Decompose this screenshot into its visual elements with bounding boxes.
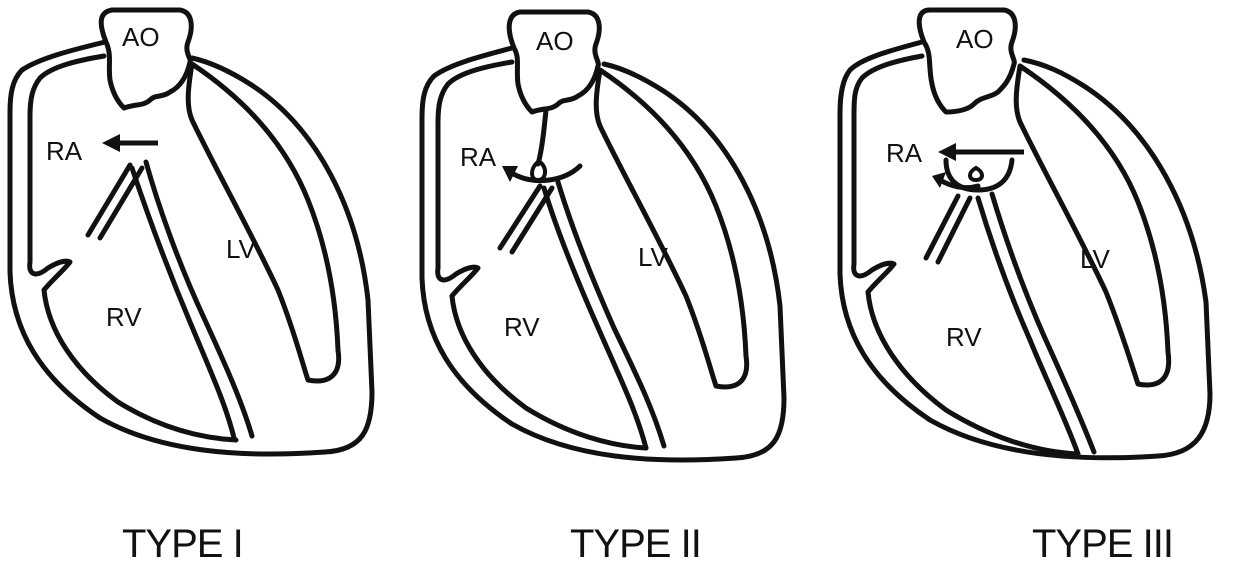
label-ao: AO <box>536 26 574 56</box>
aneurysm-drop <box>970 168 982 180</box>
label-ra: RA <box>46 136 83 166</box>
label-lv: LV <box>638 242 669 272</box>
label-lv: LV <box>226 234 257 264</box>
heart-diagram-type-2: AO RA LV RV <box>414 0 828 520</box>
right-atrium-wall <box>438 62 512 296</box>
membranous-septum <box>538 110 546 164</box>
label-rv: RV <box>504 312 540 342</box>
septum-left-line <box>544 188 646 448</box>
right-atrium-wall <box>30 56 104 290</box>
septum-left-line <box>132 168 234 438</box>
tricuspid-leaflet <box>926 196 970 262</box>
left-ventricle-wall <box>1016 66 1168 385</box>
heart-diagram-type-1: AO RA LV RV <box>0 0 414 520</box>
panel-type-2: AO RA LV RV TYPE II <box>414 0 828 568</box>
tricuspid-leaflet <box>500 186 552 252</box>
label-ra: RA <box>886 138 923 168</box>
right-atrium-wall <box>854 56 922 292</box>
label-rv: RV <box>946 322 982 352</box>
label-rv: RV <box>106 302 142 332</box>
panel-type-3: AO RA LV RV TYPE III <box>828 0 1242 568</box>
heart-diagram-type-3: AO RA LV RV <box>828 0 1242 520</box>
type-label: TYPE III <box>1032 522 1173 567</box>
label-ra: RA <box>460 142 497 172</box>
panel-type-1: AO RA LV RV TYPE I <box>0 0 414 568</box>
label-lv: LV <box>1080 244 1111 274</box>
septum-left-line <box>978 198 1078 454</box>
type-label: TYPE II <box>570 522 701 567</box>
type-label: TYPE I <box>122 522 243 567</box>
heart-outer-wall <box>10 42 372 454</box>
shunt-arrow <box>102 134 158 152</box>
label-ao: AO <box>122 22 160 52</box>
label-ao: AO <box>956 24 994 54</box>
